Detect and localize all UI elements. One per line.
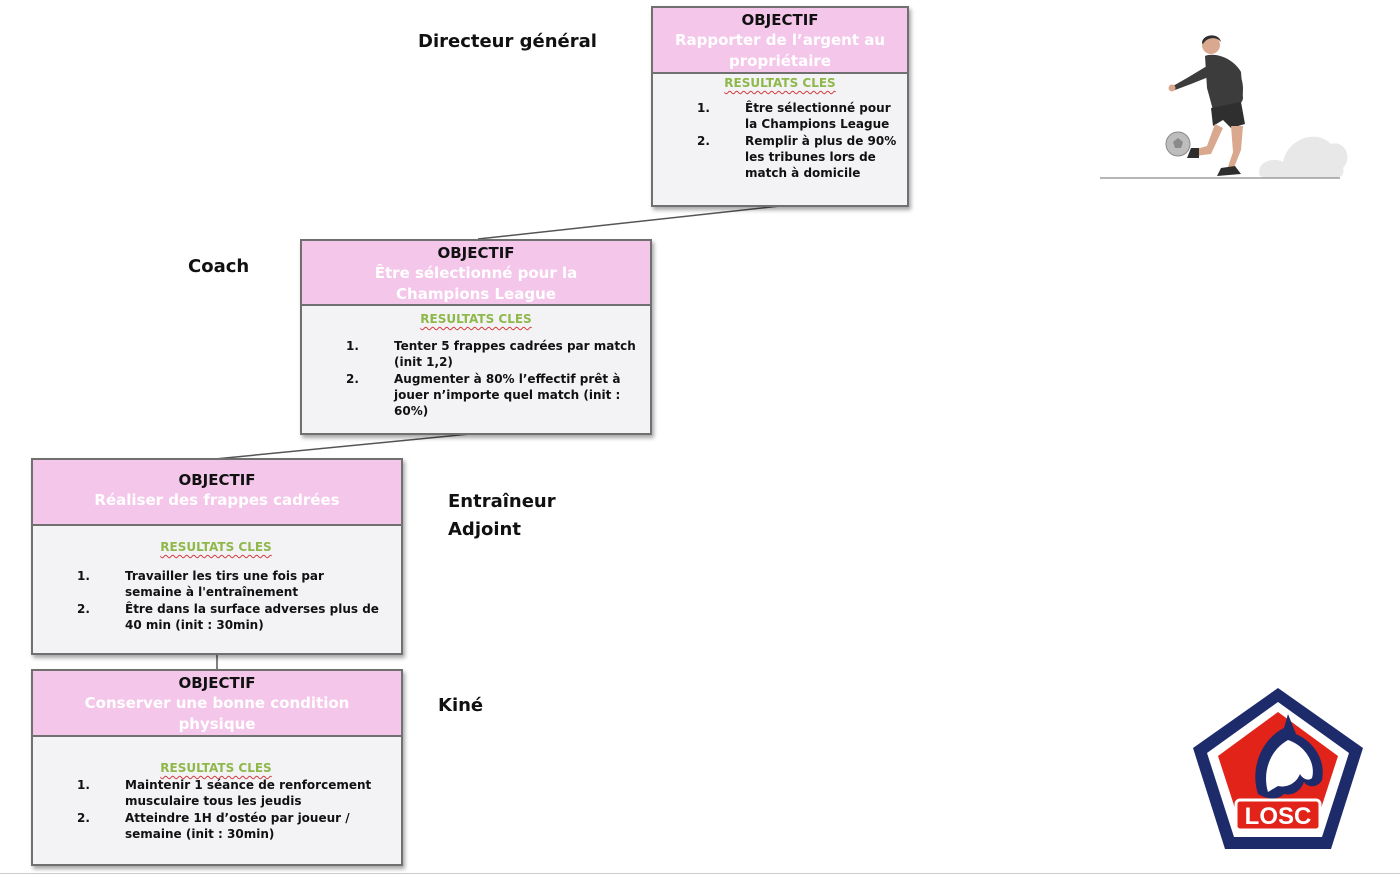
key-result-item: 2. Atteindre 1H d’ostéo par joueur / sem… [77, 810, 383, 842]
key-result-number: 1. [346, 339, 359, 353]
key-results-title: RESULTATS CLES [724, 76, 836, 90]
key-result-item: 1. Être sélectionné pour la Champions Le… [697, 100, 897, 132]
objective-header: OBJECTIF Réaliser des frappes cadrées [33, 460, 401, 526]
role-label-coach: Coach [188, 256, 250, 277]
key-result-number: 2. [77, 811, 90, 825]
key-result-text: Augmenter à 80% l’effectif prêt à jouer … [394, 372, 621, 418]
page-bottom-divider [0, 873, 1400, 874]
key-result-item: 1. Travailler les tirs une fois par sema… [77, 568, 383, 600]
key-result-text: Tenter 5 frappes cadrées par match (init… [394, 339, 636, 369]
key-result-number: 2. [697, 134, 710, 148]
objective-kicker: OBJECTIF [741, 11, 819, 29]
role-label-assistant-coach: Entraîneur Adjoint [448, 491, 556, 540]
key-results: RESULTATS CLES 1. Être sélectionné pour … [653, 74, 907, 181]
objective-box-assistant-coach: OBJECTIF Réaliser des frappes cadrées RE… [31, 458, 403, 655]
role-label-director: Directeur général [418, 31, 597, 52]
objective-header: OBJECTIF Rapporter de l’argent au propri… [653, 8, 907, 74]
objective-box-coach: OBJECTIF Être sélectionné pour la Champi… [300, 239, 652, 435]
connector-coach-assistant [214, 433, 471, 460]
key-results-title: RESULTATS CLES [420, 312, 532, 326]
objective-title: Être sélectionné pour la Champions Leagu… [374, 264, 578, 303]
key-result-text: Travailler les tirs une fois par semaine… [125, 569, 324, 599]
key-result-text: Être dans la surface adverses plus de 40… [125, 602, 379, 632]
key-result-number: 2. [346, 372, 359, 386]
losc-logo: LOSC [1193, 688, 1363, 849]
objective-header: OBJECTIF Conserver une bonne condition p… [33, 671, 401, 737]
key-result-item: 2. Augmenter à 80% l’effectif prêt à jou… [346, 371, 636, 419]
objective-title: Réaliser des frappes cadrées [94, 491, 340, 509]
key-result-item: 2. Remplir à plus de 90% les tribunes lo… [697, 133, 897, 181]
key-result-text: Être sélectionné pour la Champions Leagu… [745, 101, 891, 131]
key-results: RESULTATS CLES 1. Tenter 5 frappes cadré… [302, 306, 650, 419]
key-results: RESULTATS CLES 1. Maintenir 1 séance de … [33, 737, 401, 842]
objective-title: Rapporter de l’argent au propriétaire [674, 31, 886, 70]
key-result-number: 2. [77, 602, 90, 616]
objective-box-physio: OBJECTIF Conserver une bonne condition p… [31, 669, 403, 866]
key-result-text: Remplir à plus de 90% les tribunes lors … [745, 134, 897, 180]
logo-text: LOSC [1245, 803, 1312, 830]
football-player-juggling-icon [1100, 35, 1348, 179]
key-result-number: 1. [77, 569, 90, 583]
objective-kicker: OBJECTIF [178, 471, 256, 489]
key-result-item: 1. Tenter 5 frappes cadrées par match (i… [346, 338, 636, 370]
objective-kicker: OBJECTIF [437, 244, 515, 262]
objective-kicker: OBJECTIF [178, 674, 256, 692]
key-result-text: Maintenir 1 séance de renforcement muscu… [125, 778, 372, 808]
objective-header: OBJECTIF Être sélectionné pour la Champi… [302, 241, 650, 306]
key-result-item: 2. Être dans la surface adverses plus de… [77, 601, 383, 633]
connector-director-coach [477, 205, 781, 240]
key-results-title: RESULTATS CLES [160, 761, 272, 775]
key-result-number: 1. [697, 101, 710, 115]
key-results: RESULTATS CLES 1. Travailler les tirs un… [33, 526, 401, 633]
key-results-title: RESULTATS CLES [160, 540, 272, 554]
key-result-number: 1. [77, 778, 90, 792]
key-result-text: Atteindre 1H d’ostéo par joueur / semain… [125, 811, 350, 841]
objective-box-director: OBJECTIF Rapporter de l’argent au propri… [651, 6, 909, 207]
objective-title: Conserver une bonne condition physique [84, 694, 350, 733]
role-label-physio: Kiné [438, 695, 484, 716]
key-result-item: 1. Maintenir 1 séance de renforcement mu… [77, 777, 383, 809]
